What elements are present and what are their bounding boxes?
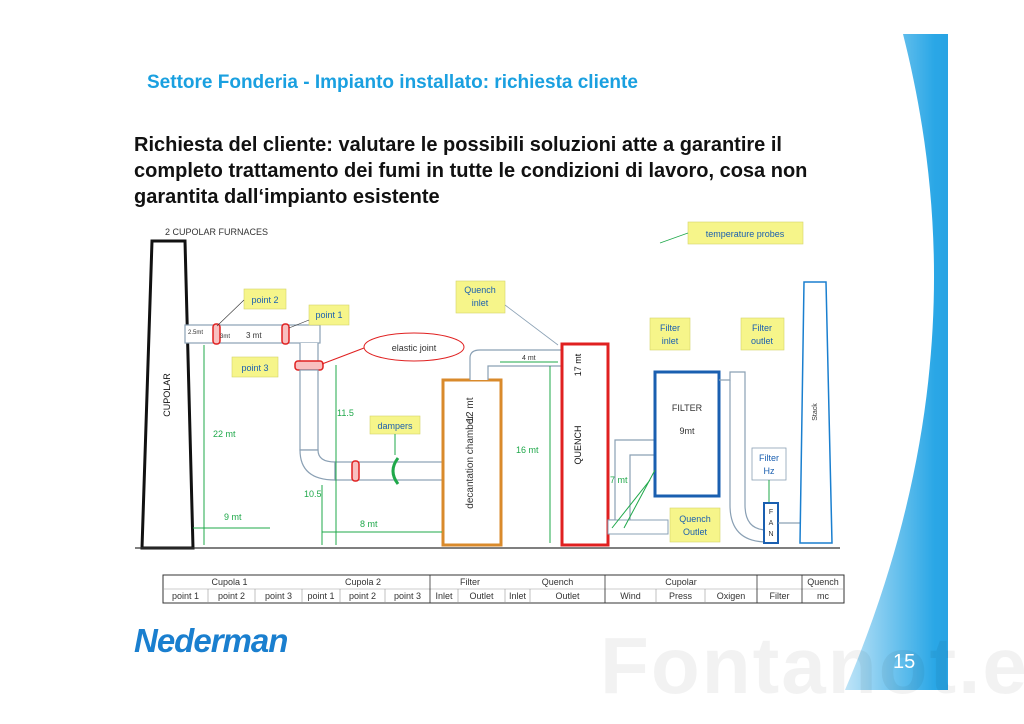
stack-label: Stack (812, 403, 819, 421)
damper-marker-1 (351, 460, 360, 482)
dimension-lines (193, 345, 656, 545)
svg-text:point 2: point 2 (251, 295, 278, 305)
watermark: Fontanot.eu (600, 621, 1024, 710)
dim-22: 22 mt (213, 429, 236, 439)
decantation-chamber (441, 378, 503, 547)
table-cell: Inlet (435, 591, 453, 601)
svg-text:point 3: point 3 (241, 363, 268, 373)
diagram-header: 2 CUPOLAR FURNACES (165, 227, 268, 237)
vertical-duct (299, 369, 319, 451)
table-group-header: Cupola 2 (345, 577, 381, 587)
dim-4: 4 mt (522, 355, 536, 362)
stack (799, 281, 833, 544)
nederman-logo: Nederman (134, 622, 288, 659)
quench-tower (560, 342, 610, 547)
table-cell: Press (669, 591, 693, 601)
svg-text:Quench: Quench (679, 514, 711, 524)
svg-text:outlet: outlet (751, 336, 774, 346)
callout-point3: point 3 (231, 356, 279, 378)
filter-label: FILTER (672, 403, 703, 413)
table-cell: point 3 (394, 591, 421, 601)
decant-quench-duct (469, 349, 563, 380)
lower-elbow (299, 449, 336, 481)
decant-height: 12 mt (465, 397, 476, 422)
callout-point1: point 1 (288, 304, 350, 329)
cupola-label: CUPOLAR (162, 373, 172, 417)
decant-label: decantation chamber (465, 415, 476, 509)
svg-text:Filter: Filter (660, 323, 680, 333)
svg-text:Hz: Hz (764, 466, 775, 476)
svg-text:temperature probes: temperature probes (706, 229, 785, 239)
callout-quench-inlet: Quench inlet (455, 280, 559, 346)
table-cell: point 3 (265, 591, 292, 601)
elastic-joint-callout (363, 332, 465, 362)
table-cell: point 1 (172, 591, 199, 601)
filter-height: 9mt (679, 426, 695, 436)
measurement-table: Cupola 1 Cupola 2 Filter Quench Cupolar Quenc… (162, 574, 845, 604)
svg-text:Filter: Filter (759, 453, 779, 463)
table-cell: Inlet (509, 591, 527, 601)
svg-text:inlet: inlet (472, 298, 489, 308)
table-cell: point 2 (349, 591, 376, 601)
dim-2-5: 2.5mt (188, 330, 203, 336)
filter-fan-duct (719, 371, 768, 531)
slide-title: Settore Fonderia - Impianto installato: … (147, 72, 638, 93)
filter-unit (653, 370, 721, 498)
quench-height: 17 mt (573, 353, 583, 376)
quench-label: QUENCH (573, 425, 583, 464)
svg-text:point 1: point 1 (315, 310, 342, 320)
svg-text:Filter: Filter (752, 323, 772, 333)
callout-quench-outlet: Quench Outlet (669, 507, 721, 543)
dim-11-5: 11.5 (337, 408, 354, 418)
svg-text:Outlet: Outlet (683, 527, 708, 537)
table-cell: point 2 (218, 591, 245, 601)
callout-filter-hz: Filter Hz (751, 447, 787, 502)
point3-marker (294, 360, 324, 371)
dim-8: 8 mt (360, 519, 378, 529)
table-cell: Filter (770, 591, 790, 601)
svg-text:dampers: dampers (377, 421, 413, 431)
callout-dampers: dampers (369, 415, 421, 455)
point1-marker (281, 323, 290, 345)
table-cell: Oxigen (717, 591, 746, 601)
fan-letter-n: N (768, 531, 773, 538)
table-group-header: Quench (542, 577, 574, 587)
point2-marker (212, 323, 221, 345)
dim-16: 16 mt (516, 445, 539, 455)
callout-filter-outlet: Filter outlet (740, 317, 785, 351)
table-group-header: Quench (807, 577, 839, 587)
svg-text:Quench: Quench (464, 285, 496, 295)
callout-filter-inlet: Filter inlet (649, 317, 691, 351)
horizontal-duct (334, 461, 444, 481)
fan-letter-a: A (769, 520, 774, 527)
table-group-header: Cupolar (665, 577, 697, 587)
damper-symbol (391, 457, 400, 485)
dim-3b: 3 mt (246, 331, 262, 340)
quench-outlet-duct (607, 519, 669, 535)
page-number: 15 (893, 651, 916, 673)
dim-10-5: 10.5 (304, 489, 322, 499)
table-group-header: Filter (460, 577, 480, 587)
elastic-joint-label: elastic joint (392, 343, 437, 353)
table-cell: Outlet (469, 591, 494, 601)
fan-letter-f: F (769, 509, 773, 516)
callout-point2: point 2 (216, 288, 287, 327)
dim-9: 9 mt (224, 512, 242, 522)
table-cell: Outlet (555, 591, 580, 601)
dim-3a: 3mt (220, 334, 230, 340)
svg-text:inlet: inlet (662, 336, 679, 346)
slide-subtitle: Richiesta del cliente: valutare le possi… (134, 134, 808, 208)
table-cell: mc (817, 591, 829, 601)
table-group-header: Cupola 1 (211, 577, 247, 587)
dim-7: 7 mt (610, 475, 628, 485)
callout-temperature-probes: temperature probes (659, 221, 804, 245)
table-cell: point 1 (307, 591, 334, 601)
table-cell: Wind (620, 591, 641, 601)
